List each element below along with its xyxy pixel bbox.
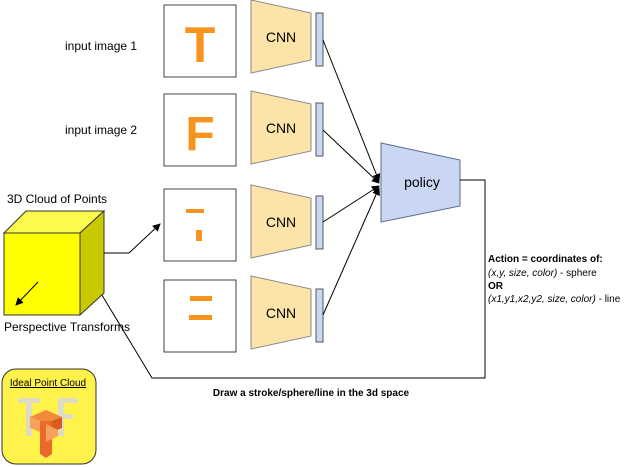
point-cloud-cube xyxy=(2,209,106,317)
policy-label: policy xyxy=(404,174,440,190)
cnn-label: CNN xyxy=(266,29,296,45)
action-sphere-suffix: - sphere xyxy=(557,268,597,279)
perspective-view-1-frame xyxy=(163,188,237,262)
action-line-line: (x1,y1,x2,y2, size, color) - line xyxy=(488,294,621,305)
cnn-block-1: CNN xyxy=(250,0,312,74)
perspective-view-2-glyph xyxy=(189,296,212,320)
cnn-label: CNN xyxy=(266,214,296,230)
cube-caption: Perspective Transforms xyxy=(4,320,130,334)
action-sphere-args: (x,y, size, color) xyxy=(488,268,557,279)
action-line-suffix: - line xyxy=(596,294,621,305)
policy-block xyxy=(380,142,461,223)
cube-inner-arrow xyxy=(15,281,39,306)
feedback-label: Draw a stroke/sphere/line in the 3d spac… xyxy=(213,388,410,399)
input-image-2-glyph: F xyxy=(185,108,214,161)
feature-to-policy-arrows xyxy=(322,39,381,316)
ideal-point-cloud-image xyxy=(18,398,78,458)
perspective-view-1-glyph xyxy=(186,209,204,241)
action-sphere-line: (x,y, size, color) - sphere xyxy=(488,268,597,279)
cnn-label: CNN xyxy=(266,305,296,321)
input-image-1-label: input image 1 xyxy=(65,39,137,53)
feature-vector-1 xyxy=(315,12,324,67)
input-image-1-glyph: T xyxy=(185,17,216,73)
cube-title: 3D Cloud of Points xyxy=(7,192,107,206)
cnn-block-4: CNN xyxy=(250,275,312,350)
input-image-2-frame xyxy=(163,93,237,167)
feature-vector-2 xyxy=(315,102,324,157)
input-image-1-frame xyxy=(163,4,237,78)
input-image-2-label: input image 2 xyxy=(65,123,137,137)
cnn-block-2: CNN xyxy=(250,90,312,165)
feature-vector-4 xyxy=(315,288,324,343)
feature-vector-3 xyxy=(315,195,324,250)
action-heading: Action = coordinates of: xyxy=(488,254,603,265)
action-or: OR xyxy=(488,281,504,292)
action-line-args: (x1,y1,x2,y2, size, color) xyxy=(488,294,596,305)
feedback-loop-arrow xyxy=(87,179,486,379)
cube-to-view-arrow xyxy=(104,223,161,254)
cnn-label: CNN xyxy=(266,120,296,136)
cnn-block-3: CNN xyxy=(250,184,312,259)
ideal-point-cloud-label: Ideal Point Cloud xyxy=(10,378,86,389)
